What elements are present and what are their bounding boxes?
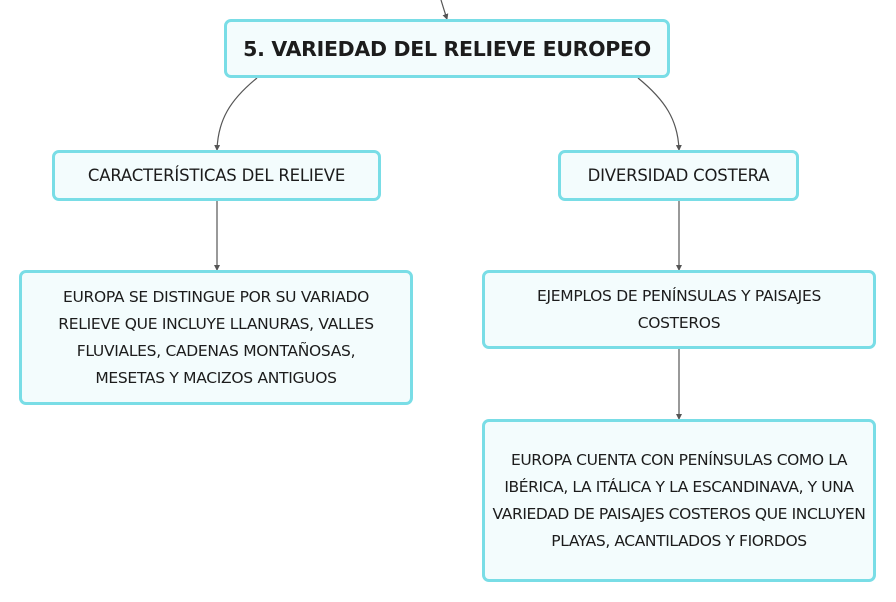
- costera-description-node[interactable]: EUROPA CUENTA CON PENÍNSULAS COMO LA IBÉ…: [482, 419, 876, 582]
- connector-root-to-right: [637, 77, 682, 151]
- caracteristicas-node-label: CARACTERÍSTICAS DEL RELIEVE: [87, 166, 346, 185]
- root-node[interactable]: 5. VARIEDAD DEL RELIEVE EUROPEO: [224, 19, 670, 78]
- relieve-description-text: EUROPA SE DISTINGUE POR SU VARIADO RELIE…: [58, 287, 374, 387]
- diversidad-costera-node-label: DIVERSIDAD COSTERA: [587, 166, 770, 185]
- connector-incoming: [440, 0, 449, 20]
- connector-root-to-left: [214, 77, 258, 151]
- relieve-description-node[interactable]: EUROPA SE DISTINGUE POR SU VARIADO RELIE…: [19, 270, 413, 405]
- diversidad-costera-node[interactable]: DIVERSIDAD COSTERA: [558, 150, 799, 201]
- root-node-label: 5. VARIEDAD DEL RELIEVE EUROPEO: [243, 36, 651, 61]
- costera-description-text: EUROPA CUENTA CON PENÍNSULAS COMO LA IBÉ…: [492, 450, 866, 550]
- ejemplos-node-label: EJEMPLOS DE PENÍNSULAS Y PAISAJES COSTER…: [537, 286, 821, 332]
- caracteristicas-node[interactable]: CARACTERÍSTICAS DEL RELIEVE: [52, 150, 381, 201]
- ejemplos-node[interactable]: EJEMPLOS DE PENÍNSULAS Y PAISAJES COSTER…: [482, 270, 876, 349]
